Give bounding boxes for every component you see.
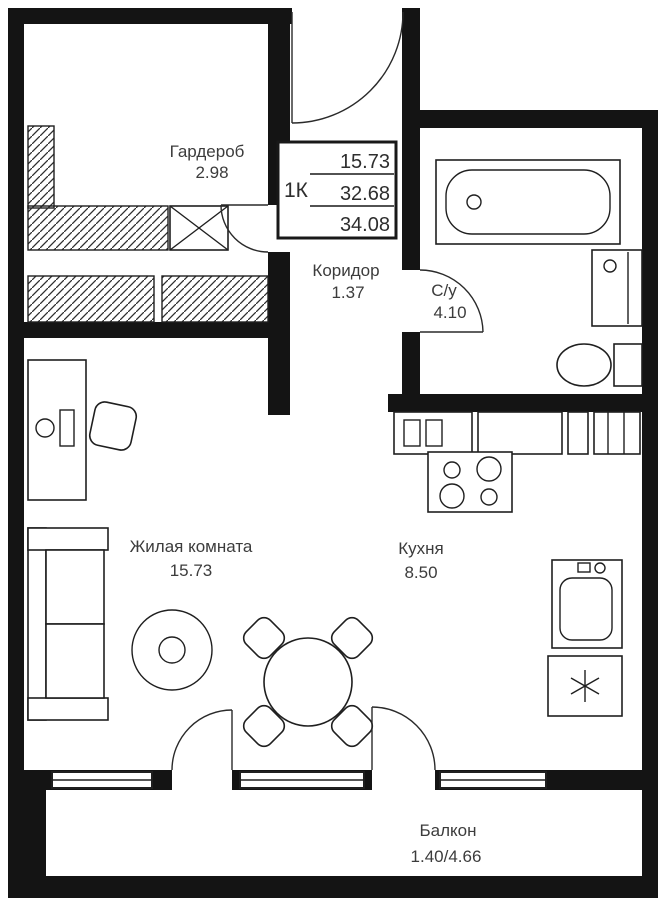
wardrobe-area: 2.98 xyxy=(195,163,228,182)
dining-chair-icon xyxy=(242,616,286,660)
stove-icon xyxy=(427,451,513,513)
balcony-door-left xyxy=(171,709,233,771)
bathroom-door xyxy=(419,269,484,333)
bathroom-area: 4.10 xyxy=(433,303,466,322)
hanger-rail-top-icon xyxy=(27,205,169,251)
dining-chair-icon xyxy=(330,616,374,660)
wardrobe-door xyxy=(220,204,269,253)
fridge-icon xyxy=(547,655,623,717)
wardrobe-name: Гардероб xyxy=(170,142,245,161)
sofa-icon xyxy=(27,527,109,721)
balcony-door-right xyxy=(371,706,436,771)
wall-corridor-right-upper xyxy=(402,8,420,270)
window-living-left xyxy=(51,771,153,789)
washing-machine-icon xyxy=(591,249,643,327)
kitchen-sink-icon xyxy=(551,559,623,649)
dining-chair-icon xyxy=(242,704,286,748)
wall-bathroom-top xyxy=(402,110,658,128)
wall-right-exterior xyxy=(642,110,658,898)
balcony-name: Балкон xyxy=(419,821,476,840)
apartment-info-box: 1К 15.73 32.68 34.08 xyxy=(276,140,398,240)
entry-door xyxy=(291,11,404,124)
hanger-rail-vertical-icon xyxy=(27,125,55,209)
area-living-value: 15.73 xyxy=(340,151,390,173)
windows xyxy=(51,771,547,789)
dining-chair-icon xyxy=(330,704,374,748)
corridor-area: 1.37 xyxy=(331,283,364,302)
wall-balcony-left xyxy=(24,790,46,876)
shelf-crossed-icon xyxy=(169,205,229,251)
rug-icon xyxy=(131,609,213,691)
bathtub-icon xyxy=(435,159,621,245)
desk-chair-icon xyxy=(88,401,138,451)
living-room-area: 15.73 xyxy=(170,561,213,580)
wall-balcony-outer xyxy=(8,876,658,898)
desk-icon xyxy=(27,359,87,501)
wall-kitchen-top xyxy=(388,394,658,412)
area-total-value: 34.08 xyxy=(340,214,390,236)
hanger-rail-bottom-right-icon xyxy=(161,275,269,323)
window-kitchen xyxy=(439,771,547,789)
toilet-icon xyxy=(556,343,643,387)
balcony-area: 1.40/4.66 xyxy=(411,847,482,866)
wardrobe-fittings xyxy=(27,125,269,323)
room-labels: Гардероб 2.98 Коридор 1.37 С/у 4.10 Жила… xyxy=(130,142,482,866)
hanger-rail-bottom-left-icon xyxy=(27,275,155,323)
wall-top xyxy=(8,8,292,24)
wall-left-exterior xyxy=(8,8,24,898)
kitchen-name: Кухня xyxy=(398,539,444,558)
kitchen-counter-icon xyxy=(393,411,641,455)
window-living-mid xyxy=(239,771,365,789)
apartment-type-label: 1К xyxy=(284,179,309,202)
bathroom-name: С/у xyxy=(431,281,457,300)
wall-corridor-right-lower xyxy=(402,332,420,412)
wall-wardrobe-bottom xyxy=(24,322,268,338)
dining-table-icon xyxy=(263,637,353,727)
kitchen-area: 8.50 xyxy=(404,563,437,582)
living-room-name: Жилая комната xyxy=(130,537,253,556)
area-nobalcony-value: 32.68 xyxy=(340,183,390,205)
wall-corridor-left-lower xyxy=(268,252,290,415)
corridor-name: Коридор xyxy=(312,261,379,280)
